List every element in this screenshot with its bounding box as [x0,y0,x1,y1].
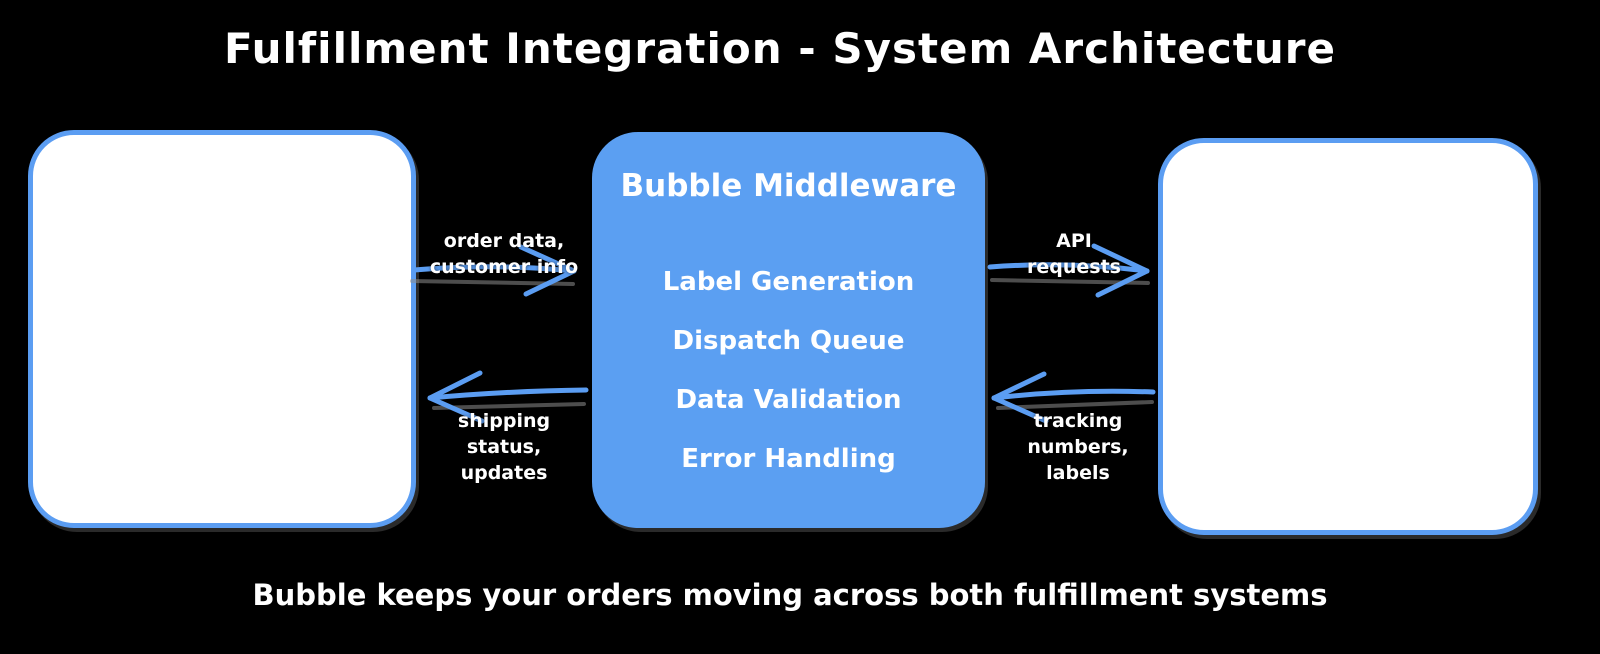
right-box [1158,138,1538,535]
label-middleware-to-store-line1: shipping status, [457,410,551,458]
middleware-item-dispatch-queue: Dispatch Queue [672,326,905,356]
middleware-item-data-validation: Data Validation [675,385,902,415]
middleware-box: Bubble Middleware Label Generation Dispa… [592,132,985,528]
middleware-item-list: Label Generation Dispatch Queue Data Val… [663,246,915,497]
diagram-caption: Bubble keeps your orders moving across b… [252,578,1328,612]
label-middleware-to-store: shipping status, updates [426,408,582,486]
label-middleware-to-store-line2: updates [460,462,548,484]
middleware-title: Bubble Middleware [620,168,957,204]
label-fulfillment-to-middleware-line2: labels [1046,462,1110,484]
label-middleware-to-fulfillment-line2: requests [1027,256,1121,278]
left-box [28,130,416,528]
label-store-to-middleware-line2: customer info [429,256,579,278]
middleware-item-label-generation: Label Generation [662,267,915,297]
diagram-title: Fulfillment Integration - System Archite… [224,24,1336,73]
label-fulfillment-to-middleware: tracking numbers, labels [992,408,1164,486]
label-middleware-to-fulfillment: API requests [1000,228,1148,280]
label-store-to-middleware: order data, customer info [428,228,580,280]
label-fulfillment-to-middleware-line1: tracking numbers, [1027,410,1129,458]
label-store-to-middleware-line1: order data, [443,230,565,252]
label-middleware-to-fulfillment-line1: API [1056,230,1092,252]
middleware-item-error-handling: Error Handling [681,444,896,474]
